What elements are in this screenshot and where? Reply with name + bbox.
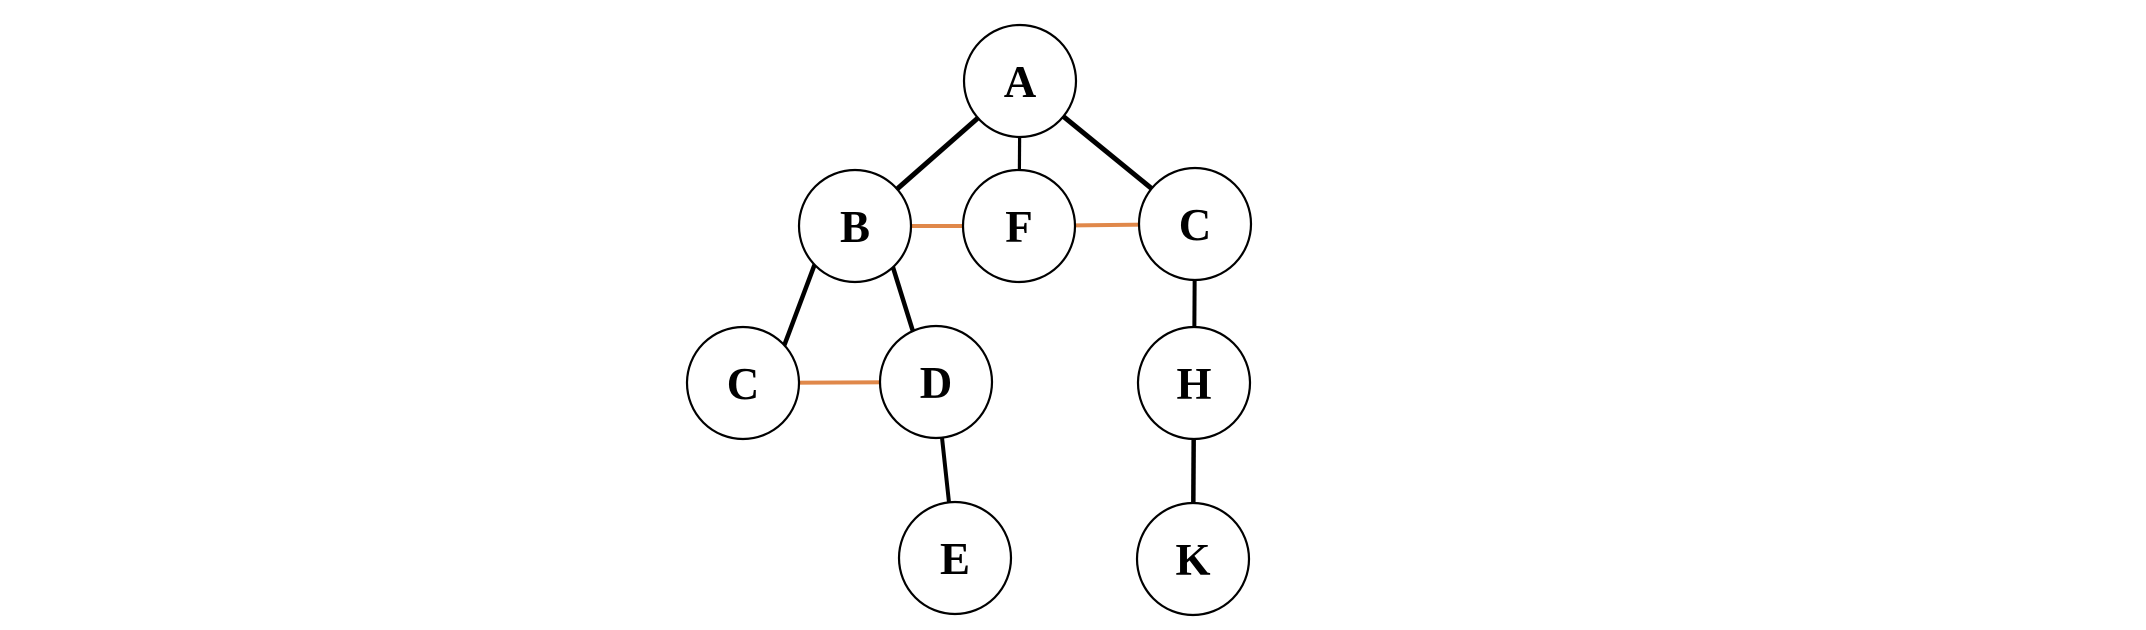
node-circle-F [961, 168, 1077, 284]
node-label-K: K [1175, 535, 1210, 585]
node-circle-H [1136, 325, 1252, 441]
node-C1: C [685, 325, 801, 441]
node-F: F [961, 168, 1077, 284]
node-label-C2: C [1179, 200, 1212, 250]
edges-layer [742, 79, 1197, 560]
node-circle-K [1135, 501, 1251, 617]
node-C2: C [1137, 166, 1253, 282]
node-label-F: F [1005, 202, 1033, 252]
node-E: E [897, 500, 1013, 616]
node-circle-E [897, 500, 1013, 616]
node-B: B [797, 168, 913, 284]
node-D: D [878, 324, 994, 440]
node-label-B: B [840, 202, 870, 252]
node-circle-B [797, 168, 913, 284]
node-H: H [1136, 325, 1252, 441]
node-circle-C2 [1137, 166, 1253, 282]
node-label-C1: C [727, 359, 760, 409]
node-circle-C1 [685, 325, 801, 441]
node-label-E: E [940, 534, 970, 584]
node-circle-D [878, 324, 994, 440]
node-K: K [1135, 501, 1251, 617]
node-label-A: A [1004, 57, 1037, 107]
node-circle-A [962, 23, 1078, 139]
node-label-D: D [920, 358, 953, 408]
node-A: A [962, 23, 1078, 139]
nodes-layer: A B F C C D H E K [685, 23, 1253, 617]
node-label-H: H [1176, 359, 1211, 409]
